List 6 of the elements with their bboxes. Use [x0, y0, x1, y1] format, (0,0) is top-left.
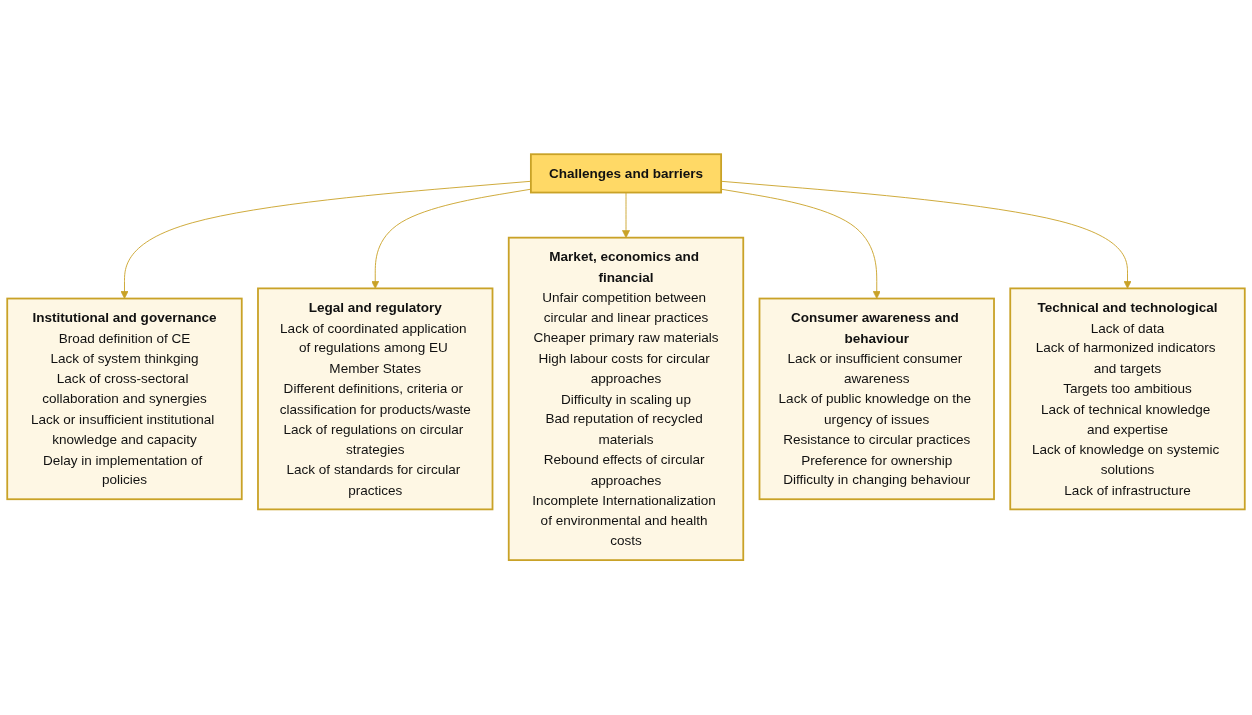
node-box: Institutional and governance Broad definition of CE Lack of system thinkging Lack of cross-sectoral collaboration and synergies Lack or insufficient institutional knowledge and capacity Delay in implementation of policies: [6, 297, 243, 501]
node-box: Legal and regulatory Lack of coordinated application of regulations among EU Member States Different definitions, criteria or classification for products/waste Lack of regulations on circular strategies Lack of standards for circular practices: [257, 287, 494, 511]
node-box: Technical and technological Lack of data Lack of harmonized indicators and targets Targets too ambitious Lack of technical knowledge and expertise Lack of knowledge on systemic solutions Lack of infrastructure: [1009, 287, 1246, 511]
node-box: Consumer awareness and behaviour Lack or insufficient consumer awareness Lack of public knowledge on the urgency of issues Resistance to circular practices Preference for ownership Difficulty in changing behaviour: [758, 297, 995, 501]
node-box: Market, economics and financial Unfair competition between circular and linear practices Cheaper primary raw materials High labour costs for circular approaches Difficulty in scaling up Bad reputation of recycled materials Rebound effects of circular approaches Incomplete Internationalization of environmental and health costs: [507, 237, 745, 562]
node-box: Challenges and barriers: [530, 153, 722, 194]
